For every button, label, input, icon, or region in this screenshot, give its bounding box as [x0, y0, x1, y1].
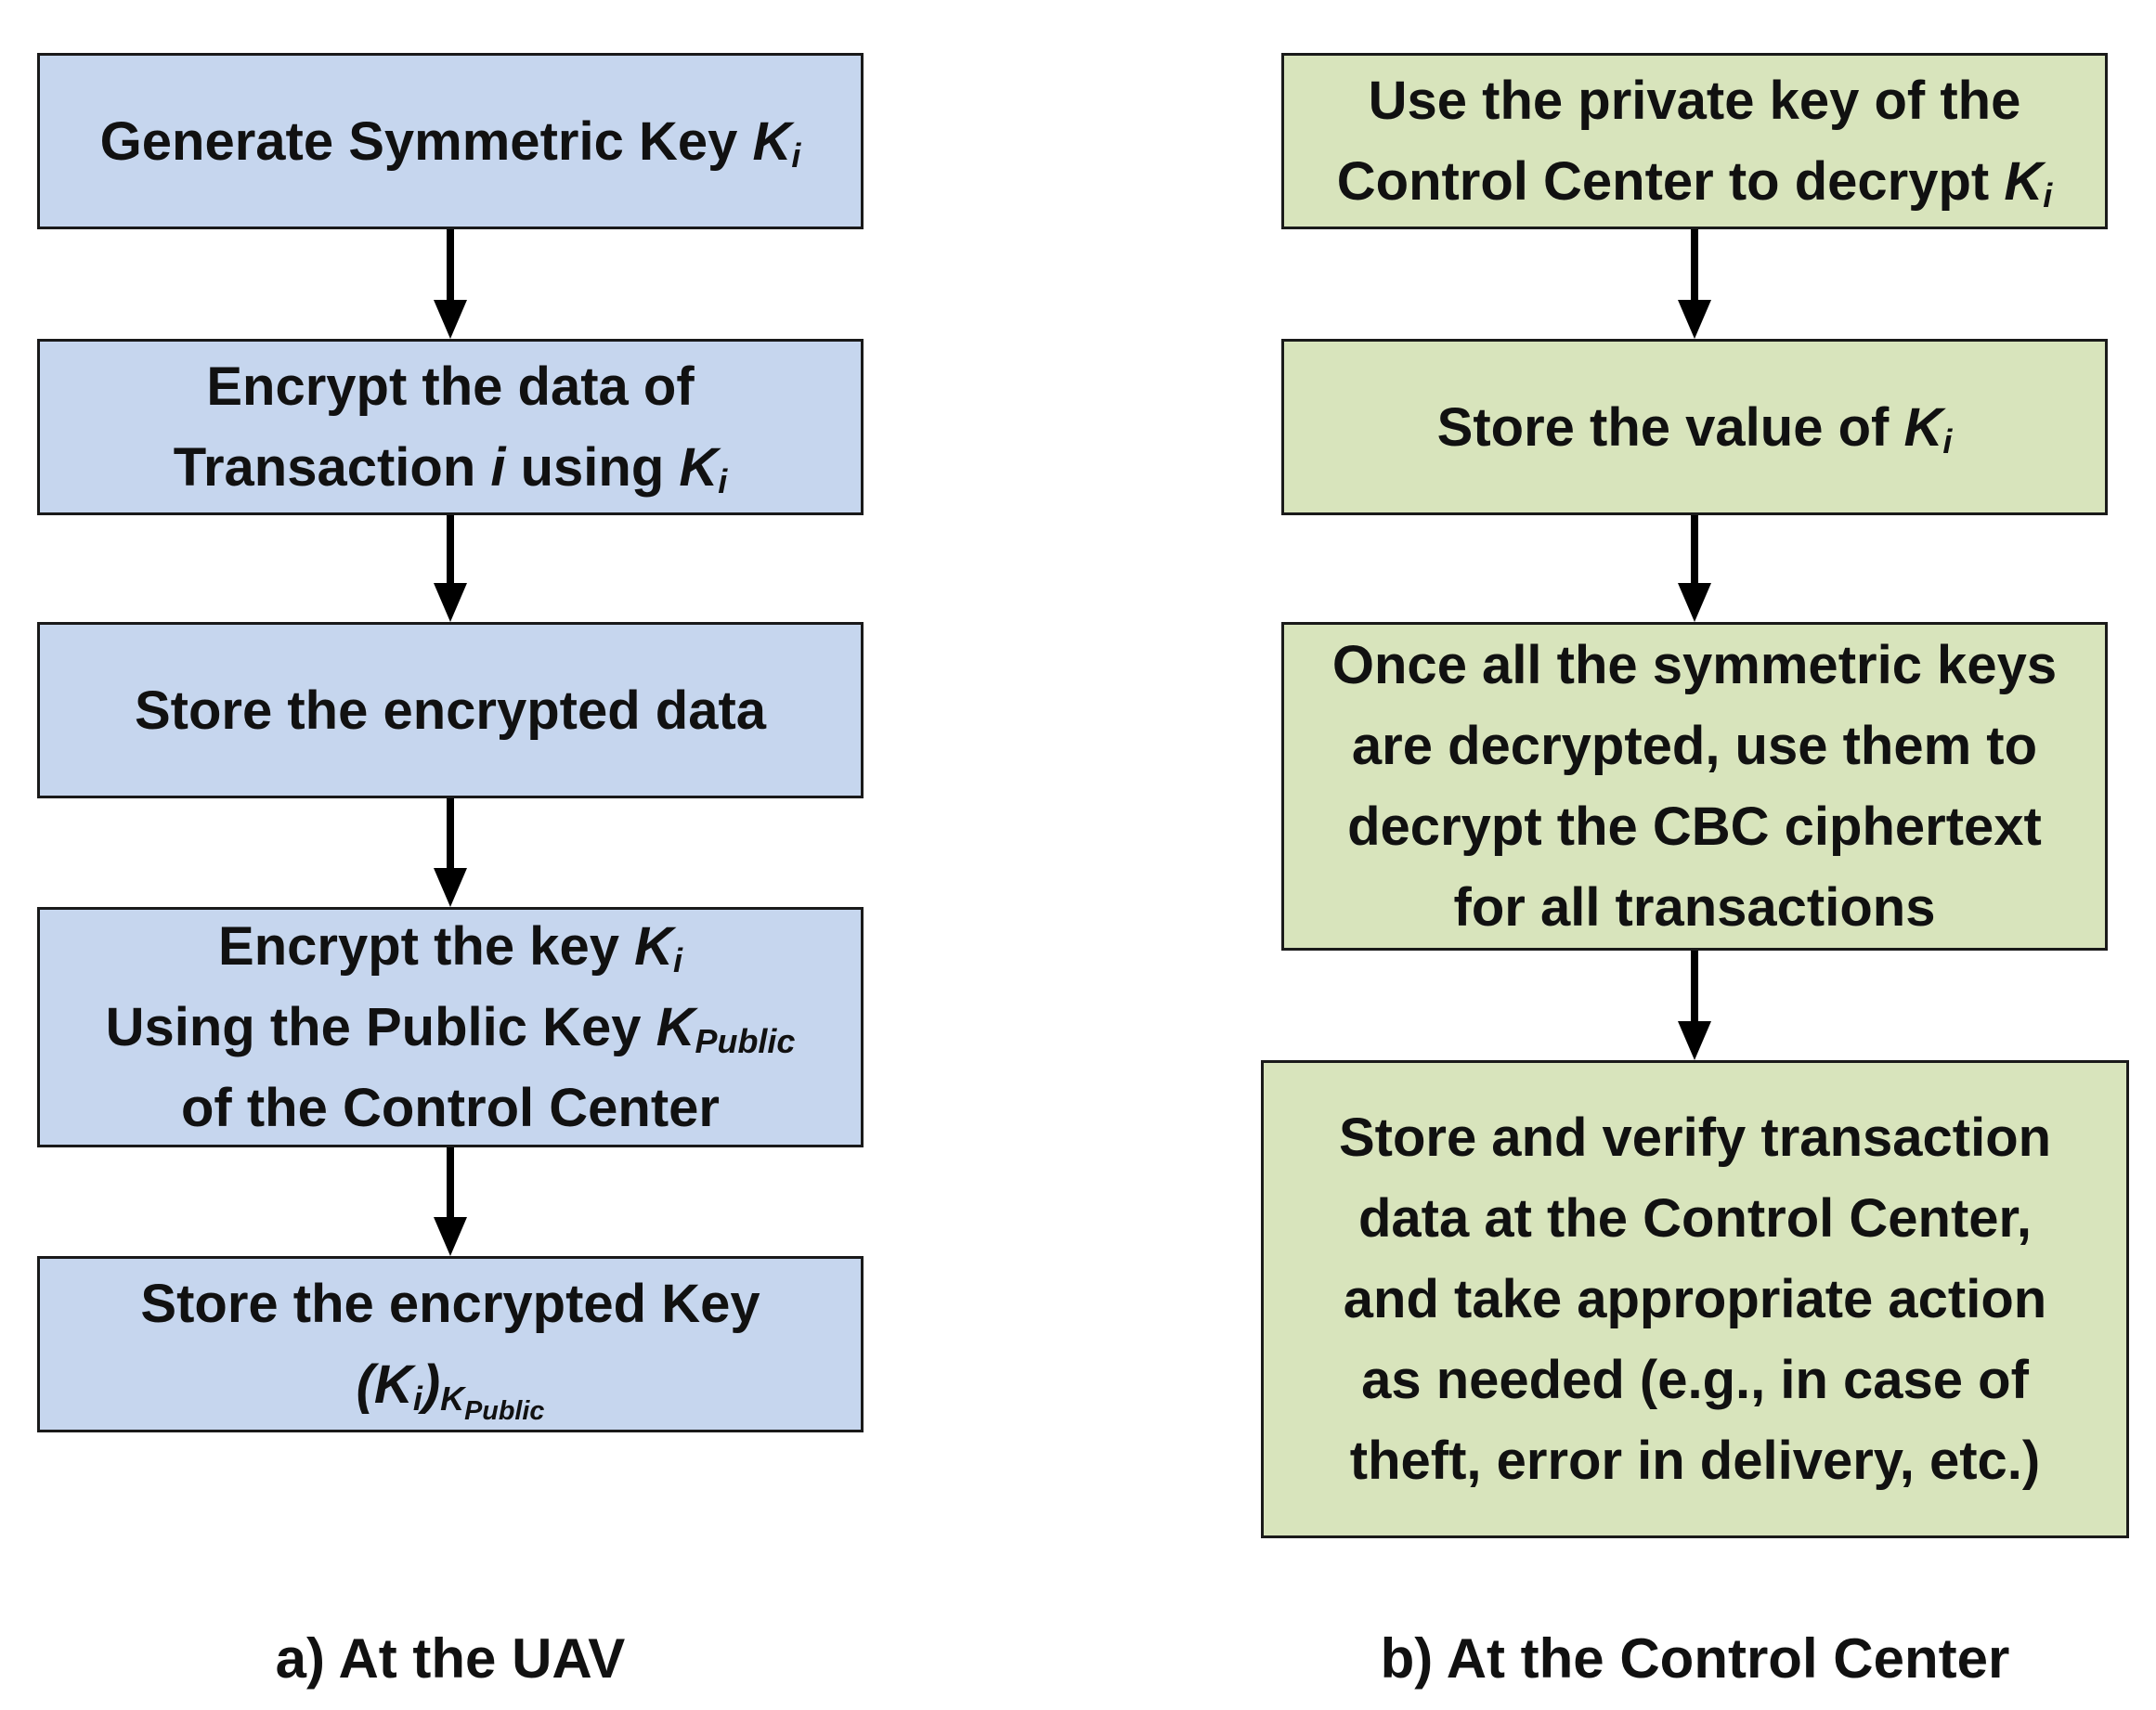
control-center-arrow-3: [1678, 951, 1711, 1060]
control-center-step-3-line-1: Once all the symmetric keys: [1331, 635, 2058, 695]
control-center-step-2-line-1: Store the value of Ki: [1436, 396, 1953, 460]
control-center-step-1-box: Use the private key of the Control Cente…: [1281, 53, 2108, 229]
uav-step-5-line-1: Store the encrypted Key: [140, 1274, 760, 1334]
uav-step-5-box: Store the encrypted Key (Ki)KPublic: [37, 1256, 864, 1432]
control-center-arrow-2: [1678, 515, 1711, 622]
control-center-step-3-line-4: for all transactions: [1453, 877, 1936, 938]
uav-step-1-line-1: Generate Symmetric Key Ki: [99, 110, 801, 175]
uav-step-4-line-1: Encrypt the key Ki: [218, 916, 682, 979]
control-center-step-1-line-1: Use the private key of the: [1368, 71, 2021, 131]
uav-step-1-box: Generate Symmetric Key Ki: [37, 53, 864, 229]
control-center-arrow-1: [1678, 229, 1711, 339]
control-center-step-4-line-1: Store and verify transaction: [1338, 1108, 2052, 1168]
control-center-step-3-box: Once all the symmetric keys are decrypte…: [1281, 622, 2108, 951]
control-center-caption: b) At the Control Center: [1380, 1627, 2010, 1690]
uav-step-3-box: Store the encrypted data: [37, 622, 864, 798]
control-center-step-4-line-2: data at the Control Center,: [1357, 1188, 2033, 1249]
uav-step-2-box: Encrypt the data of Transaction i using …: [37, 339, 864, 515]
uav-caption: a) At the UAV: [275, 1627, 626, 1690]
control-center-step-4-line-3: and take appropriate action: [1343, 1269, 2047, 1329]
control-center-step-4-box: Store and verify transaction data at the…: [1261, 1060, 2129, 1538]
uav-arrow-2: [434, 515, 467, 622]
control-center-step-3-line-2: are decrypted, use them to: [1351, 716, 2038, 776]
uav-step-2-line-2: Transaction i using Ki: [173, 437, 728, 500]
uav-step-2-line-1: Encrypt the data of: [206, 356, 695, 417]
uav-arrow-1: [434, 229, 467, 339]
uav-step-4-box: Encrypt the key Ki Using the Public Key …: [37, 907, 864, 1147]
uav-step-4-line-3: of the Control Center: [181, 1078, 720, 1138]
control-center-step-3-line-3: decrypt the CBC ciphertext: [1347, 797, 2042, 857]
uav-arrow-4: [434, 1147, 467, 1256]
control-center-step-1-line-2: Control Center to decrypt Ki: [1336, 151, 2053, 214]
uav-step-4-line-2: Using the Public Key KPublic: [105, 997, 796, 1060]
control-center-step-2-box: Store the value of Ki: [1281, 339, 2108, 515]
control-center-step-4-line-4: as needed (e.g., in case of: [1361, 1350, 2029, 1410]
uav-step-3-line-1: Store the encrypted data: [134, 680, 767, 741]
uav-step-5-line-2: (Ki)KPublic: [356, 1354, 545, 1426]
control-center-step-4-line-5: theft, error in delivery, etc.): [1349, 1431, 2041, 1491]
uav-arrow-3: [434, 798, 467, 907]
